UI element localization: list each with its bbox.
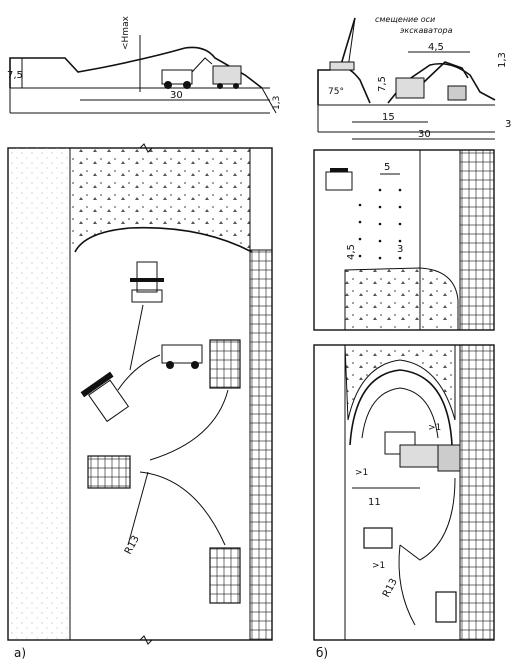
section-b-step-label: 3 xyxy=(505,119,511,130)
loader-a-top-icon xyxy=(130,261,164,303)
section-b-height-label: 7,5 xyxy=(377,76,388,92)
section-a-width-label: 30 xyxy=(170,90,183,101)
section-a: 7,5 <Hmax 30 1,3 xyxy=(7,15,282,114)
drill-rig-icon xyxy=(329,17,356,71)
blasted-rock-zone-a xyxy=(70,148,250,250)
excavator-top-icon xyxy=(384,431,461,472)
truck-a-bottom-icon xyxy=(209,547,241,604)
plan-a: R13 xyxy=(7,143,273,645)
blasted-rock-zone-b-top xyxy=(344,267,459,331)
gap-label: 3 xyxy=(397,244,403,255)
blasted-rock-zone-b-bottom xyxy=(344,344,456,421)
row-label: 4,5 xyxy=(346,244,357,260)
excavator-axis-label-1: смещение оси xyxy=(375,15,435,24)
truck-b-bottom-icon xyxy=(435,591,457,623)
plan-b-top: 5 4,5 3 xyxy=(313,149,495,331)
section-a-step-label: 1,3 xyxy=(272,96,282,110)
drill-hole-grid xyxy=(358,188,402,260)
distance-label: 11 xyxy=(368,497,381,508)
variant-a-label: а) xyxy=(14,646,26,660)
loader-a-side-icon xyxy=(161,344,203,369)
plan-b-bottom: >1 >1 11 >1 R13 xyxy=(313,344,495,641)
angle-label: 75° xyxy=(328,87,344,97)
section-b-right-height-label: 1,3 xyxy=(497,52,508,68)
section-a-height-label: 7,5 xyxy=(7,70,23,81)
clearance-label-3: >1 xyxy=(372,561,385,571)
clearance-label-1: >1 xyxy=(428,423,441,433)
section-b: смещение оси экскаватора 4,5 75° 7,5 1,3… xyxy=(317,15,511,140)
hmax-label: <Hmax xyxy=(121,15,131,50)
clearance-label-2: >1 xyxy=(355,468,368,478)
section-a-profile xyxy=(9,46,263,89)
spacing-label: 5 xyxy=(384,162,390,173)
loader-a-bottom-icon xyxy=(80,371,130,423)
drill-rig-top-icon xyxy=(325,168,353,191)
variant-b-label: б) xyxy=(316,646,328,660)
offset-label: 4,5 xyxy=(428,42,444,53)
excavator-axis-label-2: экскаватора xyxy=(400,26,453,35)
truck-a-top-icon xyxy=(209,339,241,389)
truck-icon xyxy=(212,65,242,89)
section-b-outer-width-label: 30 xyxy=(418,129,431,140)
loader-icon xyxy=(161,57,213,89)
truck-a-mid-icon xyxy=(87,455,131,489)
truck-b-mid-icon xyxy=(363,527,393,549)
excavator-icon xyxy=(395,61,469,101)
section-b-inner-width-label: 15 xyxy=(382,112,395,123)
